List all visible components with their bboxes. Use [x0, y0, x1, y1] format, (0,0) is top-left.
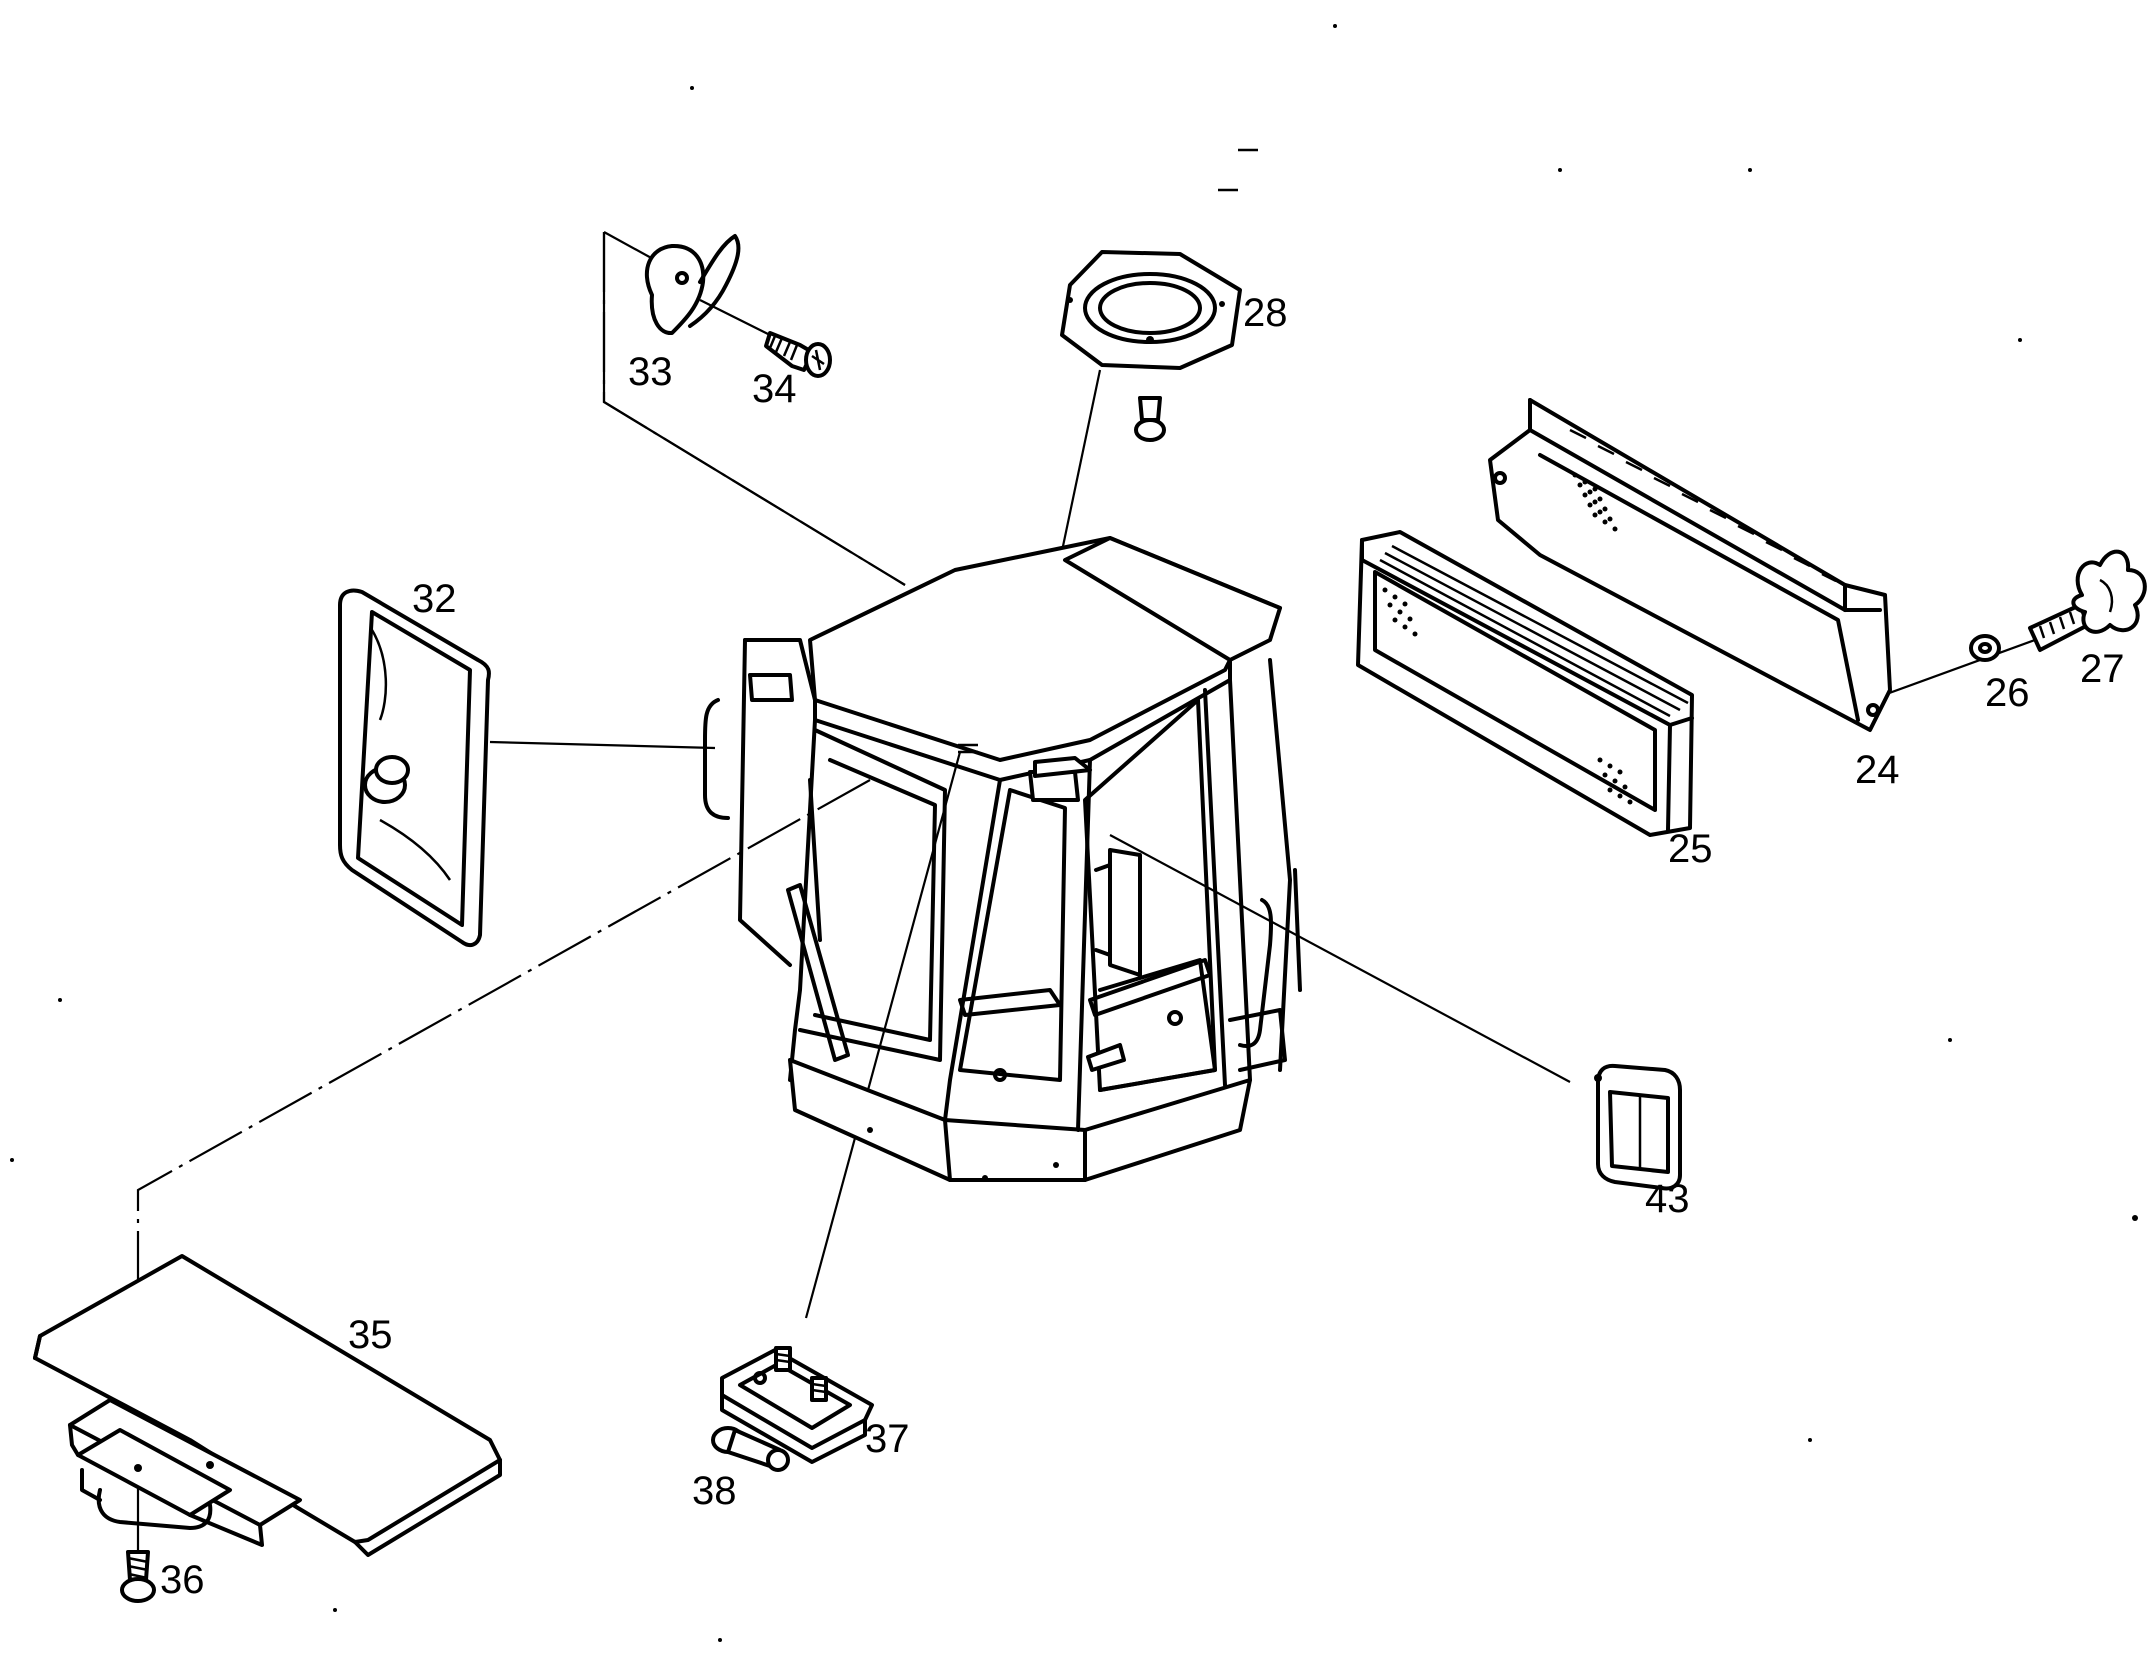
- part-38-pin: [711, 1426, 790, 1472]
- part-26-washer: [1969, 634, 2001, 662]
- callout-35: 35: [348, 1313, 393, 1357]
- callout-24: 24: [1855, 748, 1900, 792]
- part-43-light: [1594, 1063, 1682, 1191]
- part-27-knob: [2028, 549, 2147, 652]
- callout-33: 33: [628, 350, 673, 394]
- part-34-screw: [764, 331, 832, 378]
- callout-34: 34: [752, 367, 797, 411]
- part-25-filter-element: [1356, 530, 1694, 837]
- callout-36: 36: [160, 1558, 205, 1602]
- callout-38: 38: [692, 1469, 737, 1513]
- scan-marks: [1218, 148, 1258, 192]
- part-28-hatch-frame: [1060, 250, 1242, 442]
- part-33-bracket: [644, 234, 741, 335]
- callout-37: 37: [865, 1417, 910, 1461]
- callout-25: 25: [1668, 827, 1713, 871]
- part-37-mount: [720, 1346, 874, 1464]
- part-35-sun-visor: [33, 1254, 502, 1557]
- callout-labels: 24 25 26 27 28 32 33 34 35 36 37 38 43: [160, 291, 2125, 1602]
- callout-27: 27: [2080, 647, 2125, 691]
- part-32-mirror: [338, 588, 491, 948]
- part-36-screw: [120, 1550, 156, 1603]
- part-24-filter-housing: [1488, 398, 1892, 732]
- callout-26: 26: [1985, 671, 2030, 715]
- callout-28: 28: [1243, 291, 1288, 335]
- callout-43: 43: [1645, 1177, 1690, 1221]
- scan-specks: [10, 24, 2138, 1642]
- callout-32: 32: [412, 577, 457, 621]
- cab-assembly: [703, 536, 1302, 1182]
